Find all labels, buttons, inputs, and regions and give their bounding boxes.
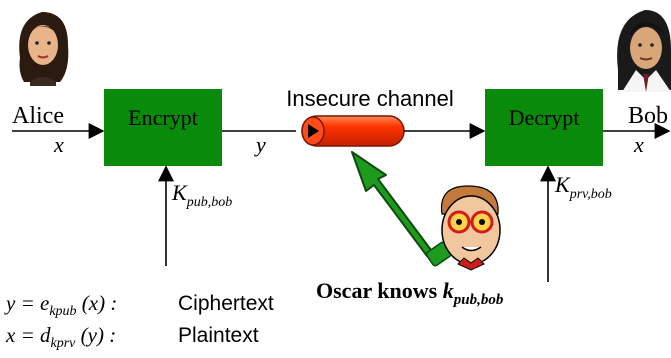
public-key-label: Kpub,bob	[171, 180, 232, 210]
ciphertext-label: y	[254, 132, 266, 157]
legend: y = ekpub (x) : Ciphertext x = dkprv (y)…	[4, 291, 274, 351]
plaintext-in-label: x	[53, 132, 64, 157]
oscar-face-icon	[425, 185, 501, 271]
plaintext-out-label: x	[633, 132, 644, 157]
legend-ciphertext-formula: y = ekpub (x) :	[4, 291, 117, 319]
eavesdrop-arrow	[351, 151, 432, 257]
alice-label: Alice	[12, 103, 64, 129]
encrypt-block	[104, 89, 222, 166]
alice-portrait-icon	[19, 12, 69, 86]
insecure-channel-tube	[301, 115, 405, 147]
bob-label: Bob	[628, 103, 668, 129]
decrypt-block	[485, 89, 603, 166]
private-key-label: Kprv,bob	[554, 172, 612, 202]
decrypt-label: Decrypt	[509, 105, 580, 130]
oscar-caption: Oscar knows kpub,bob	[316, 278, 504, 308]
encrypt-label: Encrypt	[128, 105, 198, 130]
legend-plaintext-desc: Plaintext	[178, 324, 259, 347]
channel-label: Insecure channel	[286, 86, 454, 111]
legend-ciphertext-desc: Ciphertext	[178, 292, 274, 315]
bob-portrait-icon	[617, 10, 671, 92]
legend-plaintext-formula: x = dkprv (y) :	[5, 323, 116, 351]
